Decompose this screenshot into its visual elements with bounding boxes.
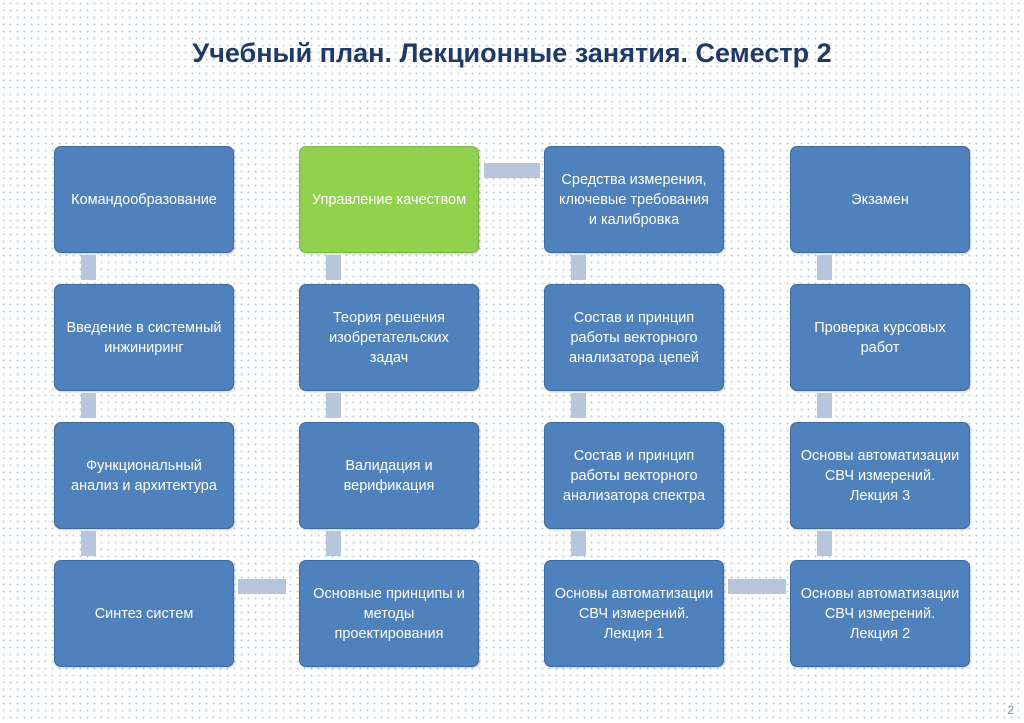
box-vector-spectrum-analyzer: Состав и принцип работы векторного анали… [544, 422, 724, 529]
box-team-building: Командообразование [54, 146, 234, 253]
box-system-synthesis: Синтез систем [54, 560, 234, 667]
connector-vertical [817, 255, 832, 280]
connector-vertical [571, 531, 586, 556]
box-measurement-tools: Средства измерения, ключевые требования … [544, 146, 724, 253]
connector-horizontal [484, 163, 540, 178]
connector-vertical [81, 393, 96, 418]
connector-vertical [81, 255, 96, 280]
box-quality-management: Управление качеством [299, 146, 479, 253]
box-microwave-automation-lecture-2: Основы автоматизации СВЧ измерений. Лекц… [790, 560, 970, 667]
box-validation-verification: Валидация и верификация [299, 422, 479, 529]
box-microwave-automation-lecture-3: Основы автоматизации СВЧ измерений. Лекц… [790, 422, 970, 529]
connector-vertical [571, 255, 586, 280]
connector-vertical [571, 393, 586, 418]
connector-vertical [81, 531, 96, 556]
box-microwave-automation-lecture-1: Основы автоматизации СВЧ измерений. Лекц… [544, 560, 724, 667]
box-vector-network-analyzer: Состав и принцип работы векторного анали… [544, 284, 724, 391]
connector-horizontal [238, 579, 286, 594]
box-intro-systems-engineering: Введение в системный инжиниринг [54, 284, 234, 391]
connector-horizontal [728, 579, 786, 594]
page-number: 2 [1007, 703, 1014, 717]
box-triz-theory: Теория решения изобретательских задач [299, 284, 479, 391]
connector-vertical [326, 531, 341, 556]
box-exam: Экзамен [790, 146, 970, 253]
connector-vertical [326, 255, 341, 280]
connector-vertical [326, 393, 341, 418]
connector-vertical [817, 531, 832, 556]
box-functional-analysis: Функциональный анализ и архитектура [54, 422, 234, 529]
box-coursework-review: Проверка курсовых работ [790, 284, 970, 391]
box-design-principles: Основные принципы и методы проектировани… [299, 560, 479, 667]
slide-title: Учебный план. Лекционные занятия. Семест… [192, 38, 832, 68]
connector-vertical [817, 393, 832, 418]
